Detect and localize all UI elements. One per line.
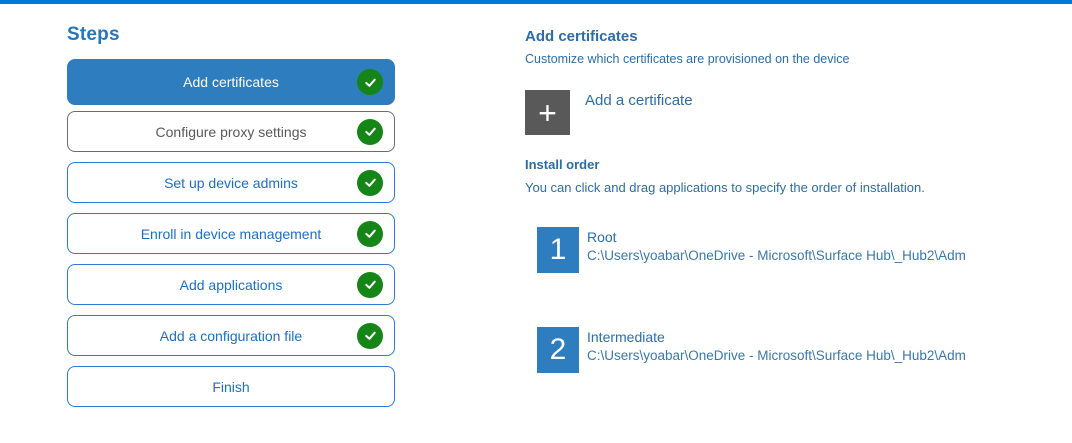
step-configure-proxy-settings[interactable]: Configure proxy settings	[67, 111, 395, 152]
install-order-item[interactable]: 2 Intermediate C:\Users\yoabar\OneDrive …	[537, 327, 966, 373]
step-finish[interactable]: Finish	[67, 366, 395, 407]
check-icon	[357, 69, 383, 95]
steps-panel: Steps Add certificates Configure proxy s…	[67, 24, 395, 417]
top-accent-bar	[0, 0, 1072, 4]
certificate-name: Root	[587, 229, 617, 245]
check-icon	[357, 220, 383, 247]
check-icon	[357, 169, 383, 196]
step-label: Add a configuration file	[159, 327, 303, 344]
install-order-item[interactable]: 1 Root C:\Users\yoabar\OneDrive - Micros…	[537, 227, 966, 273]
order-item-text: Root C:\Users\yoabar\OneDrive - Microsof…	[587, 227, 966, 273]
step-add-applications[interactable]: Add applications	[67, 264, 395, 305]
add-certificate-button-label[interactable]: Add a certificate	[585, 92, 693, 109]
install-order-description: You can click and drag applications to s…	[525, 180, 925, 195]
step-label: Set up device admins	[164, 174, 298, 191]
certificate-name: Intermediate	[587, 329, 665, 345]
step-set-up-device-admins[interactable]: Set up device admins	[67, 162, 395, 203]
install-order-heading: Install order	[525, 157, 600, 172]
panel-heading: Add certificates	[525, 28, 638, 45]
step-label: Configure proxy settings	[155, 123, 307, 140]
order-item-text: Intermediate C:\Users\yoabar\OneDrive - …	[587, 327, 966, 373]
certificate-path: C:\Users\yoabar\OneDrive - Microsoft\Sur…	[587, 348, 966, 363]
step-add-a-configuration-file[interactable]: Add a configuration file	[67, 315, 395, 356]
check-icon	[357, 118, 383, 145]
step-label: Finish	[212, 378, 250, 395]
panel-description: Customize which certificates are provisi…	[525, 52, 850, 66]
check-icon	[357, 322, 383, 349]
order-number-badge: 1	[537, 227, 579, 273]
add-certificates-panel: Add certificates Customize which certifi…	[525, 0, 1072, 443]
step-enroll-in-device-management[interactable]: Enroll in device management	[67, 213, 395, 254]
step-label: Add certificates	[183, 74, 279, 90]
step-label: Add applications	[179, 276, 283, 293]
check-icon	[357, 271, 383, 298]
step-label: Enroll in device management	[140, 225, 322, 242]
certificate-path: C:\Users\yoabar\OneDrive - Microsoft\Sur…	[587, 248, 966, 263]
steps-panel-title: Steps	[67, 24, 120, 45]
plus-icon[interactable]: +	[525, 90, 570, 135]
step-add-certificates[interactable]: Add certificates	[67, 59, 395, 105]
order-number-badge: 2	[537, 327, 579, 373]
